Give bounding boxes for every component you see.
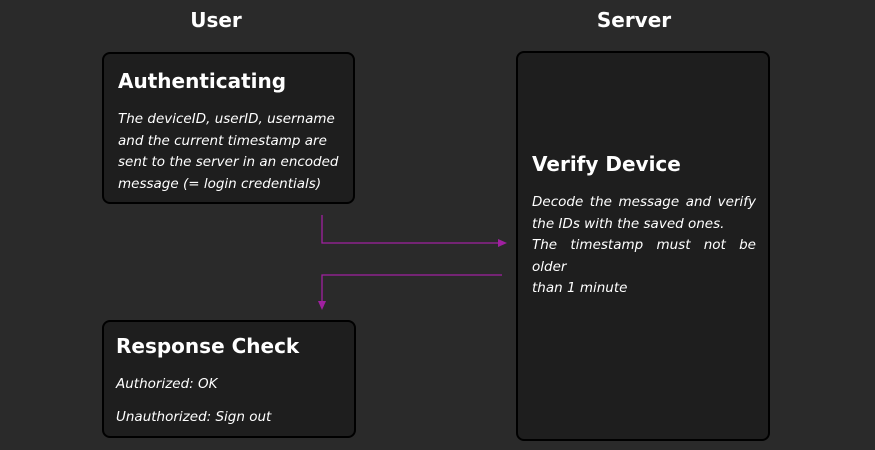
verify-device-title: Verify Device xyxy=(532,152,681,176)
verify-device-line: than 1 minute xyxy=(532,280,628,296)
authenticating-box: Authenticating The deviceID, userID, use… xyxy=(102,52,355,204)
authenticating-line: and the current timestamp are xyxy=(118,132,327,149)
request-arrowhead xyxy=(498,239,507,247)
verify-device-description: Decode the message and verify the IDs wi… xyxy=(532,192,756,300)
authenticating-description: The deviceID, userID, username and the c… xyxy=(118,109,346,195)
authorized-text: Authorized: OK xyxy=(116,376,218,392)
request-arrow xyxy=(321,215,507,247)
response-check-title: Response Check xyxy=(116,334,300,358)
request-arrow-line xyxy=(321,215,500,244)
verify-device-line: Decode the message and verify xyxy=(532,194,756,210)
authenticating-line: The deviceID, userID, username xyxy=(118,111,335,127)
column-header-user: User xyxy=(190,8,242,32)
unauthorized-text: Unauthorized: Sign out xyxy=(116,409,272,425)
response-arrow xyxy=(318,274,502,310)
verify-device-line: the IDs with the saved ones. xyxy=(532,215,725,232)
authenticating-title: Authenticating xyxy=(118,69,287,93)
authenticating-line: sent to the server in an encoded xyxy=(118,154,339,170)
authenticating-line: message (= login credentials) xyxy=(118,175,322,192)
response-arrowhead xyxy=(318,301,326,310)
verify-device-line: The timestamp must not be older xyxy=(532,237,756,275)
response-arrow-line xyxy=(321,274,502,303)
verify-device-box: Verify Device Decode the message and ver… xyxy=(516,51,770,441)
response-check-box: Response Check Authorized: OK Unauthoriz… xyxy=(102,320,356,438)
column-header-server: Server xyxy=(596,8,672,32)
